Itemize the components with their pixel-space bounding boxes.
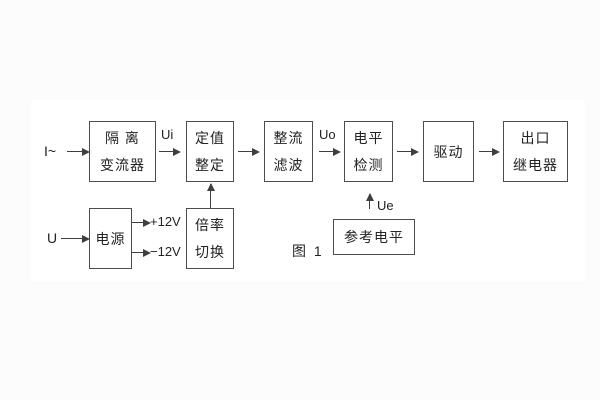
block-label-line: 切换 [195, 244, 225, 260]
arrow-reference-ue [366, 193, 374, 209]
arrow-rectifier-to-level [319, 148, 341, 156]
block-label-line: 电源 [95, 230, 126, 247]
signal-label-input-current: I~ [44, 143, 57, 159]
block-label-line: 滤波 [273, 157, 304, 173]
block-label-line: 整定 [195, 157, 225, 173]
signal-label-plus12v: +12V [150, 214, 181, 229]
arrow-level-to-driver [397, 148, 419, 156]
signal-label-input-voltage: U [47, 230, 58, 246]
arrow-ratio-to-setting [207, 183, 215, 208]
block-label-line: 继电器 [513, 157, 558, 173]
block-setting-adjust: 定值 整定 [186, 121, 234, 182]
arrow-rail-plus12v [132, 219, 151, 227]
block-label-line: 倍率 [195, 217, 225, 233]
block-label-line: 检测 [353, 157, 384, 173]
block-isolation-transformer: 隔 离 变流器 [89, 121, 156, 182]
block-reference-level: 参考电平 [333, 219, 415, 255]
block-label-line: 整流 [273, 130, 304, 146]
signal-label-ui: Ui [161, 127, 174, 142]
signal-label-uo: Uo [319, 127, 336, 142]
block-label-line: 隔 离 [105, 130, 140, 146]
figure-caption: 图 1 [292, 243, 324, 259]
arrow-input-voltage [61, 235, 90, 243]
signal-label-ue: Ue [377, 198, 394, 213]
block-label-line: 驱动 [433, 143, 464, 160]
block-power-supply: 电源 [89, 208, 132, 269]
block-label-line: 出口 [520, 130, 551, 146]
block-level-detector: 电平 检测 [344, 121, 393, 182]
block-label-line: 变流器 [100, 157, 145, 173]
arrow-driver-to-relay [479, 148, 500, 156]
block-label-line: 参考电平 [344, 229, 404, 245]
block-label-line: 电平 [353, 130, 384, 146]
block-driver: 驱动 [423, 121, 474, 182]
arrow-rail-minus12v [132, 249, 151, 257]
arrow-iso-to-setting [159, 148, 181, 156]
signal-label-minus12v: −12V [150, 244, 181, 259]
arrow-input-current [67, 148, 90, 156]
block-output-relay: 出口 继电器 [503, 121, 568, 182]
block-label-line: 定值 [195, 130, 225, 146]
block-ratio-switch: 倍率 切换 [186, 208, 234, 269]
block-rectifier-filter: 整流 滤波 [264, 121, 313, 182]
arrow-setting-to-rectifier [238, 148, 260, 156]
